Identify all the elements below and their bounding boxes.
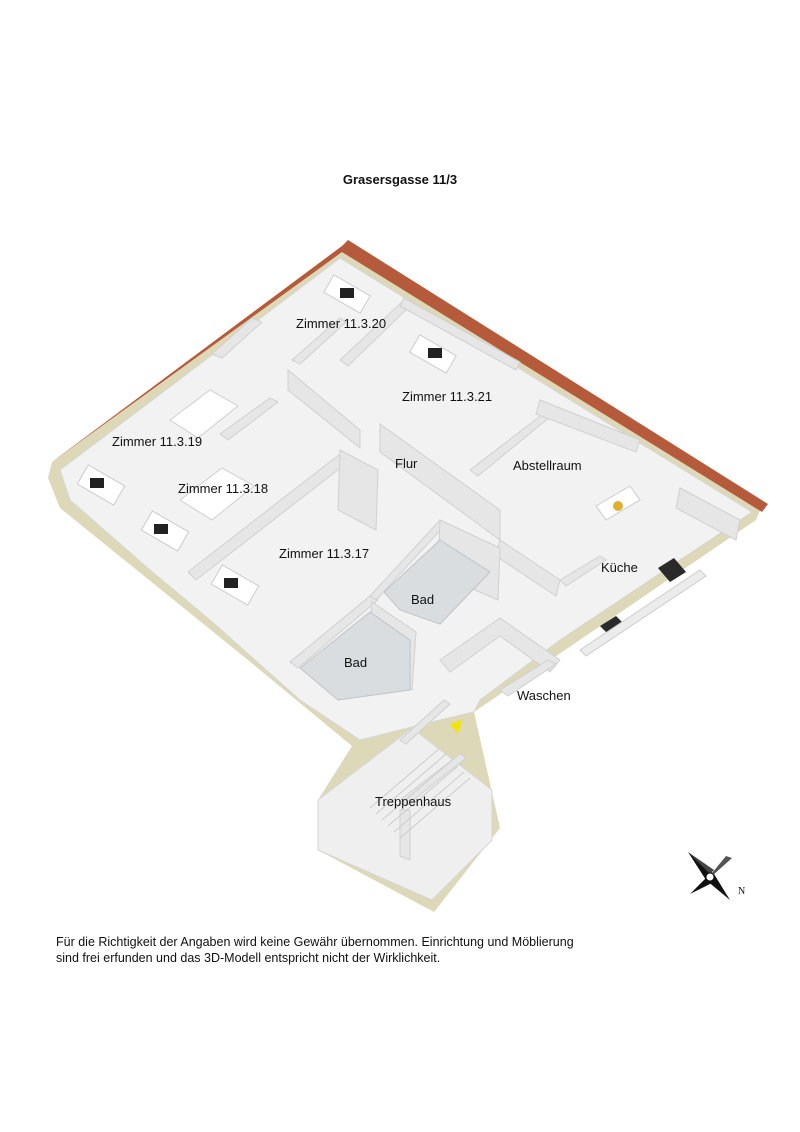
room-label-zimmer-11-3-19: Zimmer 11.3.19 (112, 434, 203, 449)
bathroom-floors (299, 539, 491, 701)
compass-rose-icon (688, 852, 732, 900)
room-label-zimmer-11-3-17: Zimmer 11.3.17 (279, 546, 370, 561)
room-label-flur: Flur (395, 456, 418, 471)
room-label-bad-2: Bad (344, 655, 368, 670)
furniture (76, 274, 707, 657)
position-marker (450, 720, 462, 734)
compass-north-label: N (738, 886, 746, 897)
room-label-zimmer-11-3-20: Zimmer 11.3.20 (296, 316, 387, 331)
disclaimer-line-1: Für die Richtigkeit der Angaben wird kei… (56, 935, 574, 949)
staircase (369, 747, 471, 839)
room-label-bad-1: Bad (411, 592, 435, 607)
room-label-zimmer-11-3-21: Zimmer 11.3.21 (402, 389, 493, 404)
room-label-kueche: Küche (601, 560, 638, 575)
room-label-treppenhaus: Treppenhaus (375, 794, 452, 809)
room-label-abstellraum: Abstellraum (513, 458, 582, 473)
room-label-zimmer-11-3-18: Zimmer 11.3.18 (178, 481, 269, 496)
plan-title: Grasersgasse 11/3 (342, 172, 458, 187)
disclaimer: Für die Richtigkeit der Angaben wird kei… (56, 934, 696, 966)
disclaimer-line-2: sind frei erfunden und das 3D-Modell ent… (56, 951, 441, 965)
room-label-waschen: Waschen (517, 688, 571, 703)
